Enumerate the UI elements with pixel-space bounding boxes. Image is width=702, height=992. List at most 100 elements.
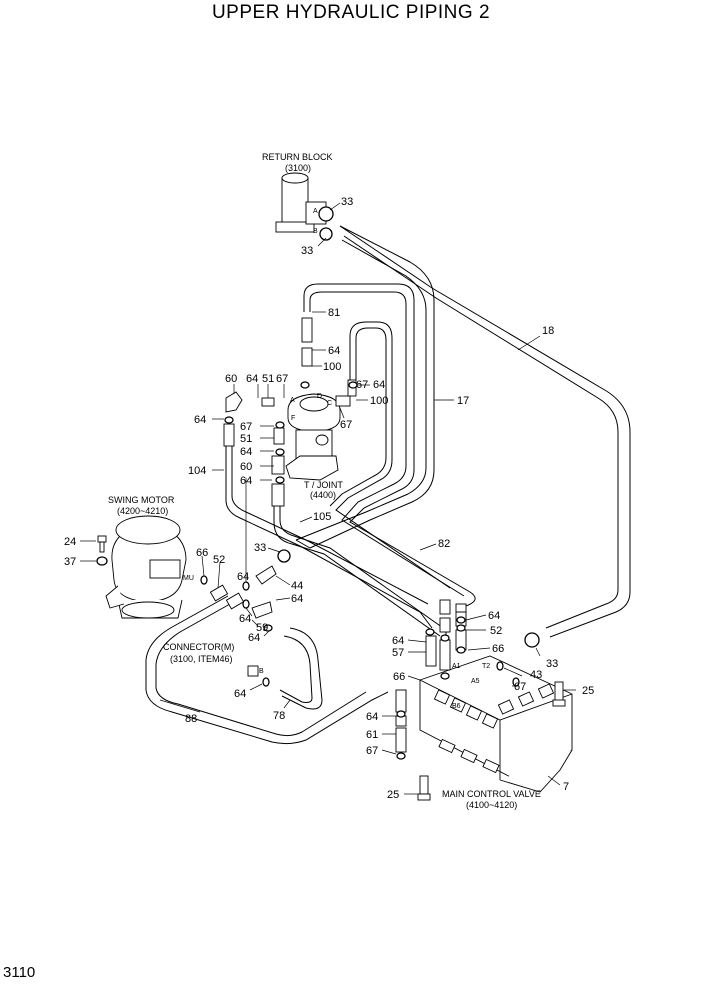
callout-64: 64: [194, 414, 206, 426]
clamp-33-mid: [277, 549, 291, 563]
swing-motor: MU: [105, 515, 194, 619]
callout-64: 64: [392, 635, 404, 647]
tj-port-a: A: [290, 397, 295, 404]
mcv-port-a1: A1: [452, 663, 461, 670]
return-block: A B: [275, 172, 334, 241]
callout-88: 88: [185, 713, 197, 725]
callout-44: 44: [291, 580, 303, 592]
callout-60: 60: [240, 461, 252, 473]
callout-59: 59: [256, 622, 268, 634]
callout-52: 52: [213, 554, 225, 566]
callout-64: 64: [240, 475, 252, 487]
callout-81: 81: [328, 307, 340, 319]
mcv-port-b6: B6: [452, 703, 461, 710]
hose-82: [273, 500, 447, 650]
callout-33: 33: [546, 658, 558, 670]
connector-m: B: [247, 665, 270, 687]
callout-64: 64: [373, 379, 385, 391]
pipe-105: [295, 539, 311, 549]
callout-37: 37: [64, 556, 76, 568]
callout-67: 67: [240, 421, 252, 433]
callout-104: 104: [188, 465, 206, 477]
main-control-valve-ref: (4100~4120): [466, 800, 517, 810]
turning-joint: D A C F: [285, 393, 341, 481]
connector-label: CONNECTOR(M): [163, 642, 234, 652]
callout-64: 64: [366, 711, 378, 723]
fitting-67-100: [335, 395, 351, 407]
main-control-valve-label: MAIN CONTROL VALVE: [442, 789, 541, 799]
callout-64: 64: [488, 610, 500, 622]
main-control-valve: A1 A5 T2 B6: [419, 655, 573, 793]
tj-port-d: D: [317, 393, 322, 400]
connector-port-b: B: [259, 668, 264, 675]
mcv-fittings: [395, 599, 566, 801]
callout-67: 67: [356, 379, 368, 391]
callout-61: 61: [366, 729, 378, 741]
callout-18: 18: [542, 325, 554, 337]
callout-66: 66: [393, 671, 405, 683]
swing-motor-port-mu: MU: [183, 575, 194, 582]
return-block-ref: (3100): [285, 163, 311, 173]
callout-66: 66: [492, 643, 504, 655]
callout-105: 105: [313, 511, 331, 523]
callout-78: 78: [273, 710, 285, 722]
swing-motor-fittings: [209, 565, 277, 632]
hose-inner: [329, 321, 451, 589]
callout-100: 100: [323, 361, 341, 373]
leader-lines: [80, 202, 576, 795]
callout-64: 64: [248, 632, 260, 644]
fitting-60-elbow: [225, 391, 243, 413]
callout-64: 64: [237, 571, 249, 583]
callout-60: 60: [225, 373, 237, 385]
callouts: 33 33 81 64 100 18 60 64 51 67 67 64 100…: [64, 196, 594, 801]
callout-7: 7: [563, 781, 569, 793]
mcv-port-a5: A5: [471, 678, 480, 685]
callout-51: 51: [262, 373, 274, 385]
page-number: 3110: [3, 964, 36, 981]
callout-24: 24: [64, 536, 76, 548]
callout-67: 67: [514, 681, 526, 693]
callout-25: 25: [387, 789, 399, 801]
bolt-24: [97, 535, 107, 553]
connector-ref: (3100, ITEM46): [170, 654, 233, 664]
pipe-17: [295, 225, 435, 549]
o-rings-tj: [224, 381, 358, 484]
port-b-mark: B: [313, 228, 318, 235]
callout-66: 66: [196, 547, 208, 559]
callout-64: 64: [291, 593, 303, 605]
callout-33: 33: [301, 245, 313, 257]
callout-64: 64: [328, 345, 340, 357]
callout-100: 100: [370, 395, 388, 407]
callout-25: 25: [582, 685, 594, 697]
tj-port-c: C: [327, 400, 332, 407]
callout-33: 33: [341, 196, 353, 208]
hose-78: [279, 627, 323, 710]
mcv-port-t2: T2: [482, 663, 490, 670]
callout-64: 64: [239, 613, 251, 625]
callout-52: 52: [490, 625, 502, 637]
tj-port-f: F: [291, 415, 295, 422]
callout-64: 64: [246, 373, 258, 385]
swing-motor-ref: (4200~4210): [117, 506, 168, 516]
hose-88: [145, 595, 389, 745]
turning-joint-ref: (4400): [310, 490, 336, 500]
callout-67: 67: [340, 419, 352, 431]
hose-81: [303, 283, 476, 607]
callout-51: 51: [240, 433, 252, 445]
callout-64: 64: [234, 688, 246, 700]
callout-43: 43: [530, 669, 542, 681]
callout-67: 67: [276, 373, 288, 385]
callout-82: 82: [438, 538, 450, 550]
pipe-18: [339, 225, 631, 638]
return-block-label: RETURN BLOCK: [262, 152, 333, 162]
callout-64: 64: [240, 446, 252, 458]
page-title: UPPER HYDRAULIC PIPING 2: [211, 2, 491, 23]
turning-joint-label: T / JOINT: [304, 480, 343, 490]
callout-67: 67: [366, 745, 378, 757]
callout-33: 33: [254, 542, 266, 554]
fitting-51: [261, 397, 275, 407]
callout-57: 57: [392, 647, 404, 659]
swing-motor-label: SWING MOTOR: [108, 495, 175, 505]
port-a-mark: A: [313, 208, 318, 215]
